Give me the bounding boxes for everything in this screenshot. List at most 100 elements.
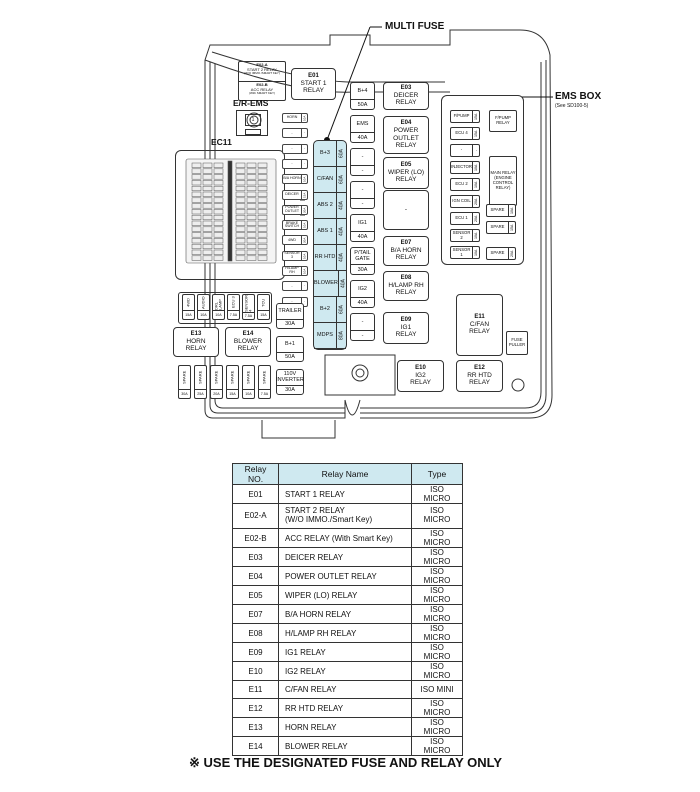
fuse-name: SPARE	[487, 205, 509, 216]
ec11-pin	[257, 191, 268, 197]
ec11-pin	[191, 180, 202, 186]
fuse-rating: 40A	[357, 234, 368, 241]
fuse-name: DEICER	[283, 190, 302, 199]
fuse-name: POWER OUTLET	[283, 205, 302, 214]
ec11-pin	[257, 209, 268, 215]
relay-line: HORN	[186, 337, 206, 345]
fuse-name: SPARE	[261, 370, 267, 385]
fuse-rating: 60A	[338, 149, 345, 158]
relay-id: E14	[242, 331, 254, 338]
ec11-pin	[257, 232, 268, 238]
fuse-name: -	[351, 314, 374, 332]
relay-type: ISO MICRO	[411, 661, 463, 681]
ec11-pin	[235, 249, 246, 255]
relay-type: ISO MICRO	[411, 566, 463, 586]
ec11-pin	[202, 255, 213, 261]
relay-line: RELAY	[395, 99, 417, 107]
relay-no: E03	[232, 547, 279, 567]
fuse-name: IG2	[351, 281, 374, 299]
relay-e02a-id: E02-A	[256, 62, 268, 67]
relay-line: RELAY	[237, 345, 259, 353]
ec11-pin	[246, 232, 257, 238]
relay-e02a-sub: (W/O IMMO./SMART KEY)	[244, 71, 280, 76]
relay-type: ISO MICRO	[411, 484, 463, 504]
ec11-pin	[202, 185, 213, 192]
relay-fpump: F/PUMP RELAY	[489, 110, 517, 132]
ec11-pin	[257, 214, 268, 221]
ems-box: F/PUMP RELAY MAIN RELAY (ENGINE CONTROL …	[441, 95, 524, 265]
ec11-pin	[213, 209, 224, 215]
ec11-pin	[235, 214, 246, 221]
er-ems-label: E/R-EMS	[233, 98, 269, 108]
fuse-rating: 10A	[474, 181, 478, 188]
relay-line: IG1	[400, 323, 412, 331]
fuse-name: -	[283, 129, 302, 138]
ec11-pin	[202, 209, 213, 215]
fuse-rating: 15A	[227, 389, 238, 398]
ems-fuse: --	[450, 144, 480, 157]
ec11-pin	[246, 249, 257, 255]
ec11-pin	[257, 255, 268, 261]
fuse-name: ECU 4	[451, 128, 473, 139]
relay-line: RELAY	[395, 254, 417, 262]
relay-line: H/LAMP RH	[388, 281, 424, 289]
relay-name: H/LAMP RH RELAY	[278, 623, 412, 643]
ec11-pin	[257, 174, 268, 180]
relay-type: ISO MICRO	[411, 736, 463, 756]
ec11-connector	[175, 150, 285, 280]
ec11-pin	[246, 191, 257, 197]
fuse-rating: 30A	[285, 321, 295, 328]
fuse-name: ECU 2	[451, 179, 473, 190]
ec11-pin	[246, 185, 257, 192]
relay-no: E13	[232, 717, 279, 737]
relay-name-line: IG2 RELAY	[285, 666, 326, 676]
fuse-name: B/A HORN	[283, 175, 302, 184]
ec11-pin	[213, 174, 224, 180]
relay-no: E12	[232, 698, 279, 718]
ec11-pin	[257, 203, 268, 209]
fuse-rating: 60A	[338, 305, 345, 314]
fuse-rating: -	[302, 148, 307, 150]
relay-line: RELAY	[469, 379, 490, 387]
fuse-rating: 15A	[474, 113, 478, 120]
ec11-pin	[246, 174, 257, 180]
relay-name: START 1 RELAY	[278, 484, 412, 504]
relay-line: RELAY	[185, 345, 207, 353]
fuse-name: IG1	[351, 215, 374, 233]
fuse-rating: 50A	[357, 102, 368, 109]
ec11-pin	[191, 168, 202, 174]
fuse-name: SPARE	[213, 370, 219, 385]
relay-no: E02-A	[232, 503, 279, 529]
fuse-name: BRAKE SWITCH	[283, 221, 302, 230]
ec11-pin	[257, 168, 268, 174]
fuse-name: BLOWER	[314, 271, 339, 296]
ec11-pin	[257, 185, 268, 192]
relay-line: RR HTD	[467, 371, 492, 379]
ec11-pin	[191, 255, 202, 261]
fuse-rating: 40A	[338, 253, 345, 262]
ec11-pin	[213, 243, 224, 250]
fuse-rating: 15A	[474, 130, 478, 137]
ec11-pin	[246, 226, 257, 232]
fuse-rating: 7.5A	[243, 311, 254, 319]
ec11-pin	[246, 168, 257, 174]
relay-line: IG2	[415, 371, 426, 379]
fuse-rating: 40A	[357, 300, 368, 307]
